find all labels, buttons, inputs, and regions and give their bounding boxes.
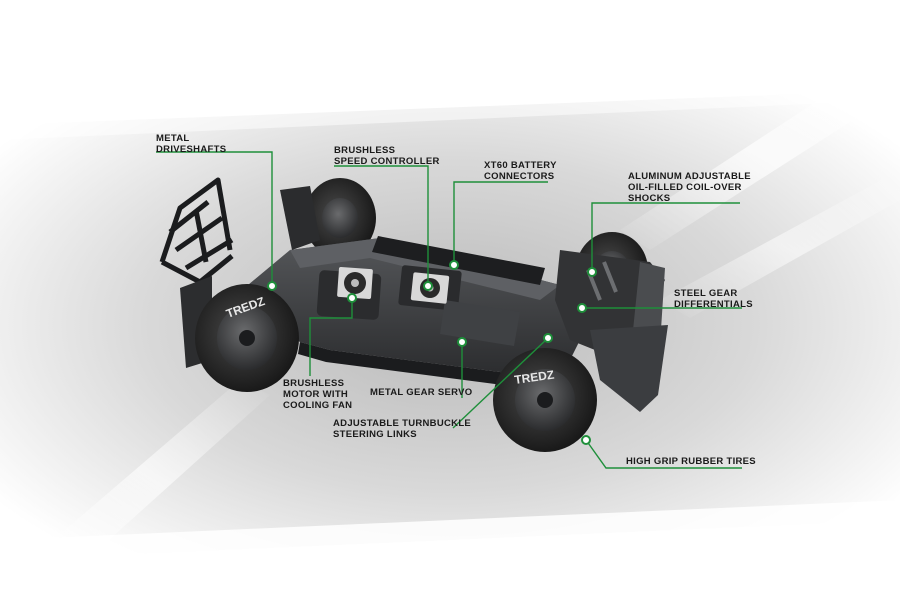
label-turnbuckle-steering-links: ADJUSTABLE TURNBUCKLE STEERING LINKS [333,418,472,440]
callout-marker-aluminum-shocks [587,267,597,277]
chassis-tub [230,186,668,412]
label-metal-gear-servo: METAL GEAR SERVO [370,387,473,398]
motor-cooling-fan [337,266,373,300]
label-high-grip-tires: HIGH GRIP RUBBER TIRES [626,456,756,467]
callout-marker-metal-gear-servo [457,337,467,347]
callout-marker-brushless-speed-controller [423,281,433,291]
rear-near-tire [195,284,299,392]
callout-marker-turnbuckle-steering-links [543,333,553,343]
rear-bumper-cage [159,177,234,285]
callout-marker-brushless-motor [347,293,357,303]
label-xt60-battery-connectors: XT60 BATTERY CONNECTORS [484,160,557,182]
label-brushless-motor: BRUSHLESS MOTOR WITH COOLING FAN [283,378,353,411]
front-near-tire [493,348,597,452]
rear-far-tire [304,178,376,258]
leader-line-aluminum-shocks [591,202,740,272]
label-aluminum-shocks: ALUMINUM ADJUSTABLE OIL-FILLED COIL-OVER… [628,171,751,204]
label-metal-driveshafts: METAL DRIVESHAFTS [156,133,227,155]
front-tire-branding: TREDZ [513,368,555,387]
callout-marker-high-grip-tires [581,435,591,445]
leader-line-xt60-battery-connectors [453,181,548,265]
label-brushless-speed-controller: BRUSHLESS SPEED CONTROLLER [334,145,440,167]
leader-line-turnbuckle-steering-links [452,337,549,429]
leader-line-brushless-speed-controller [334,165,429,286]
callout-marker-steel-gear-differentials [577,303,587,313]
callout-marker-metal-driveshafts [267,281,277,291]
callout-leader-lines [156,151,742,469]
callout-marker-xt60-battery-connectors [449,260,459,270]
leader-line-high-grip-tires [585,439,742,469]
leader-line-brushless-motor [309,298,353,376]
label-steel-gear-differentials: STEEL GEAR DIFFERENTIALS [674,288,753,310]
leader-line-metal-driveshafts [156,151,273,286]
